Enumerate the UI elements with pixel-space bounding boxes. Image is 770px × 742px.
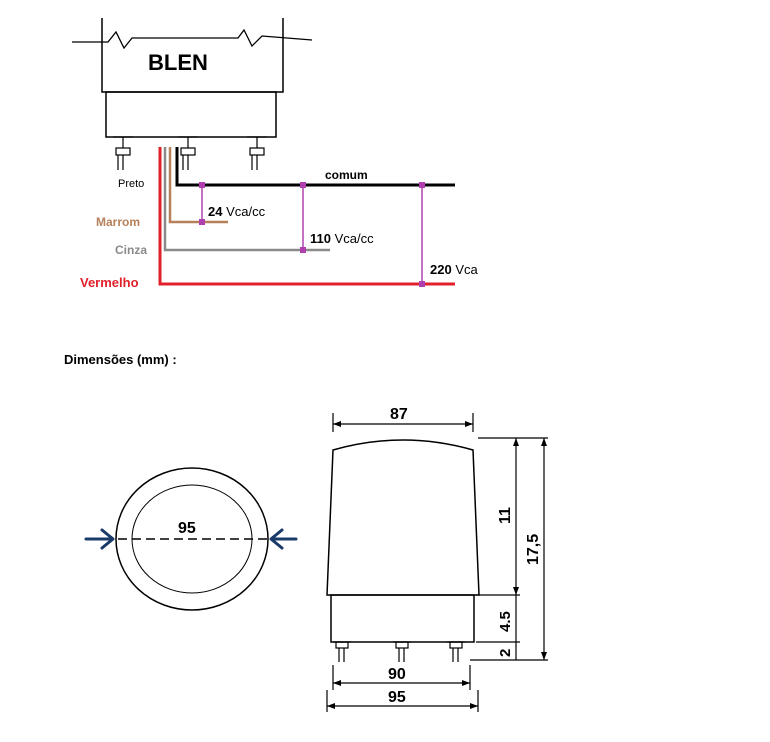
break-line — [72, 28, 313, 50]
voltage-taps — [199, 182, 425, 287]
voltage-24-unit: Vca/cc — [222, 204, 265, 219]
top-view: 95 — [84, 467, 298, 611]
top-width-dimension — [332, 413, 474, 432]
top-width-label: 87 — [390, 406, 408, 423]
outer-ring — [115, 467, 269, 611]
voltage-110-value: 110 — [310, 231, 331, 246]
voltage-110-label: 110 Vca/cc — [310, 231, 374, 246]
common-label: comum — [325, 168, 368, 182]
side-pins — [333, 641, 465, 662]
total-height-label: 17,5 — [525, 534, 542, 565]
diameter-label: 95 — [178, 520, 196, 537]
wire-label-brown: Marrom — [96, 215, 140, 229]
device-pins — [113, 136, 267, 170]
wire-label-black: Preto — [118, 178, 144, 190]
wire-brown — [168, 147, 228, 224]
voltage-220-label: 220 Vca — [430, 262, 478, 277]
base-height-label: 4.5 — [497, 611, 514, 632]
dimensions-title: Dimensões (mm) : — [64, 352, 177, 367]
base-width-label: 90 — [388, 666, 406, 683]
voltage-220-unit: Vca — [452, 262, 479, 277]
wire-label-gray: Cinza — [115, 243, 147, 257]
vertical-dimensions — [470, 437, 548, 661]
wire-red — [158, 147, 455, 286]
pin-length-label: 2 — [497, 649, 514, 657]
arrow-left-icon — [269, 528, 298, 550]
brand-label: BLEN — [148, 50, 208, 75]
voltage-24-label: 24 Vca/cc — [208, 204, 266, 219]
wire-gray — [163, 147, 330, 252]
wire-black — [175, 147, 455, 187]
side-dome — [326, 439, 480, 596]
voltage-24-value: 24 — [208, 204, 223, 219]
upper-height-label: 11 — [497, 507, 514, 524]
bottom-width-label: 95 — [388, 689, 406, 706]
bottom-width-dimension — [326, 690, 479, 712]
wiring-diagram: BLEN Preto Marrom Cinza Vermelho comum 2… — [72, 18, 478, 290]
base-width-dimension — [332, 665, 471, 690]
side-view: 87 90 — [326, 406, 548, 712]
device-base — [105, 91, 277, 138]
voltage-220-value: 220 — [430, 262, 452, 277]
arrow-right-icon — [84, 528, 115, 550]
wire-label-red: Vermelho — [80, 275, 139, 290]
voltage-110-unit: Vca/cc — [331, 231, 374, 246]
side-base — [330, 594, 475, 643]
